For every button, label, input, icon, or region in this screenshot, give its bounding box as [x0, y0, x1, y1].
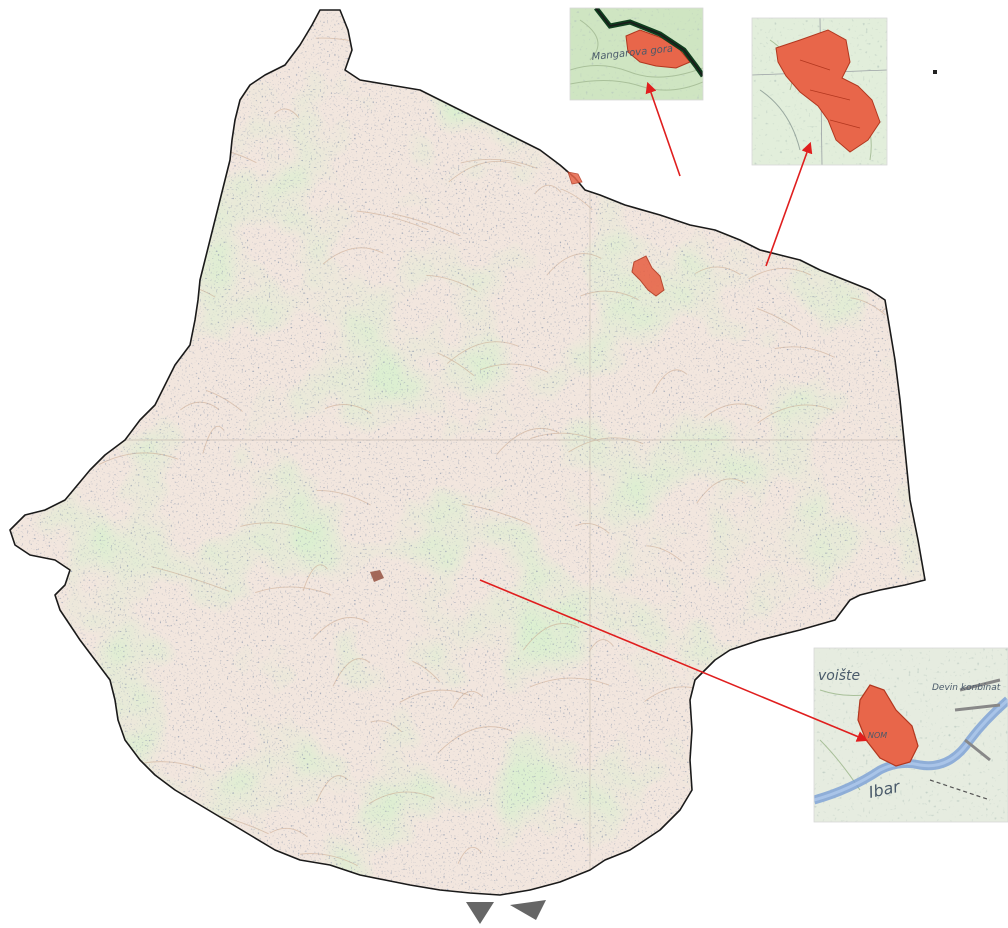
contour-line: [99, 400, 135, 411]
contour-line: [106, 267, 148, 289]
contour-line: [730, 850, 768, 866]
contour-line: [750, 211, 787, 225]
contour-line: [725, 730, 765, 742]
inset-label: NOM: [868, 731, 887, 740]
contour-line: [156, 161, 183, 180]
contour-line: [59, 239, 103, 248]
arrow-icon: [479, 579, 869, 742]
hazard-zone-north: [631, 255, 665, 297]
municipality-border: [9, 9, 926, 896]
contour-line: [137, 16, 208, 34]
contour-line: [203, 64, 239, 73]
border-triangle: [466, 902, 494, 924]
contour-line: [881, 287, 925, 312]
inset-map-southeast: voište Devin konbinat Ibar NOM: [813, 647, 1008, 823]
hazard-zone-inset-north: [625, 29, 691, 69]
contour-line: [138, 242, 169, 260]
contour-line: [127, 174, 180, 197]
inset-label: Devin konbinat: [932, 683, 1001, 693]
contour-line: [882, 188, 925, 212]
hazard-zone-border: [567, 171, 583, 185]
small-mark: [933, 70, 937, 74]
border-triangle: [510, 900, 546, 920]
contour-line: [677, 844, 758, 866]
inset-map-northeast: [751, 17, 937, 166]
hazard-zone-center: [370, 570, 384, 582]
inset-map-north: Mangarova gora: [569, 7, 704, 101]
contour-line: [94, 293, 140, 302]
contour-line: [570, 136, 610, 150]
contour-line: [96, 356, 127, 382]
contour-line: [721, 705, 747, 731]
contour-line: [224, 54, 256, 65]
arrow-icon: [765, 141, 813, 267]
inset-label: voište: [818, 668, 860, 684]
contour-line: [56, 424, 117, 447]
contour-line: [530, 115, 599, 134]
arrow-icon: [645, 81, 681, 177]
